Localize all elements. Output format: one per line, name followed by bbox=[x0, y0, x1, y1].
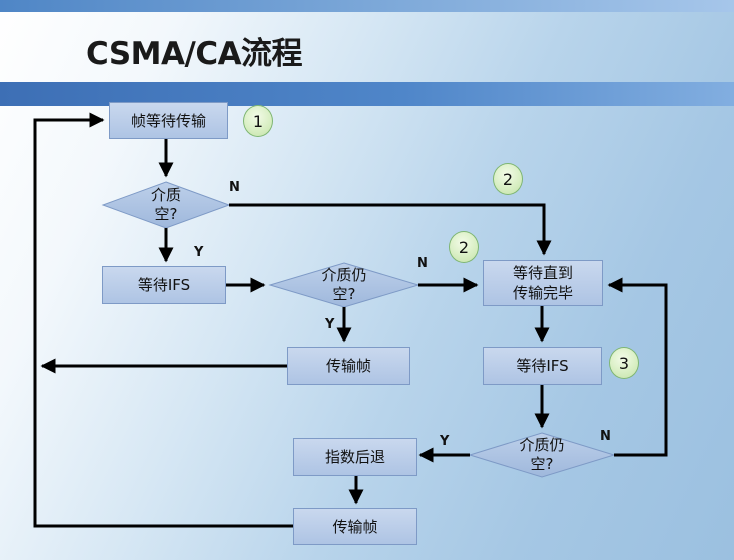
node-transmit-frame-1: 传输帧 bbox=[287, 347, 410, 385]
branch-label-n-3: N bbox=[600, 429, 611, 444]
node-exponential-backoff: 指数后退 bbox=[293, 438, 417, 476]
top-accent-bar bbox=[0, 0, 734, 12]
node-wait-ifs-1: 等待IFS bbox=[102, 266, 226, 304]
decision-medium-still-idle-2-shape bbox=[468, 432, 616, 478]
node-wait-ifs-2: 等待IFS bbox=[483, 347, 602, 385]
step-badge-1: 1 bbox=[243, 105, 273, 137]
branch-label-y-3: Y bbox=[440, 434, 450, 449]
edge-still-idle-2-no bbox=[607, 277, 668, 457]
decision-medium-idle-1-label: 介质 空? bbox=[150, 186, 181, 223]
node-transmit-frame-2: 传输帧 bbox=[293, 508, 417, 545]
step-badge-2-mid: 2 bbox=[449, 231, 479, 263]
branch-label-y-1: Y bbox=[194, 245, 204, 260]
node-wait-frame: 帧等待传输 bbox=[109, 102, 228, 139]
branch-label-n-1: N bbox=[229, 180, 240, 195]
step-badge-2-top: 2 bbox=[493, 163, 523, 195]
branch-label-n-2: N bbox=[417, 256, 428, 271]
branch-label-y-2: Y bbox=[325, 317, 335, 332]
slide-title: CSMA/CA流程 bbox=[86, 36, 303, 72]
step-badge-3: 3 bbox=[609, 347, 639, 379]
decision-medium-still-idle-1-label: 介质仍 空? bbox=[321, 266, 367, 303]
edge-loop-back-to-start bbox=[33, 112, 293, 528]
node-wait-until-done: 等待直到 传输完毕 bbox=[483, 260, 603, 306]
edge-medium-idle-no bbox=[229, 203, 552, 256]
decision-medium-still-idle-2-label: 介质仍 空? bbox=[519, 436, 565, 473]
